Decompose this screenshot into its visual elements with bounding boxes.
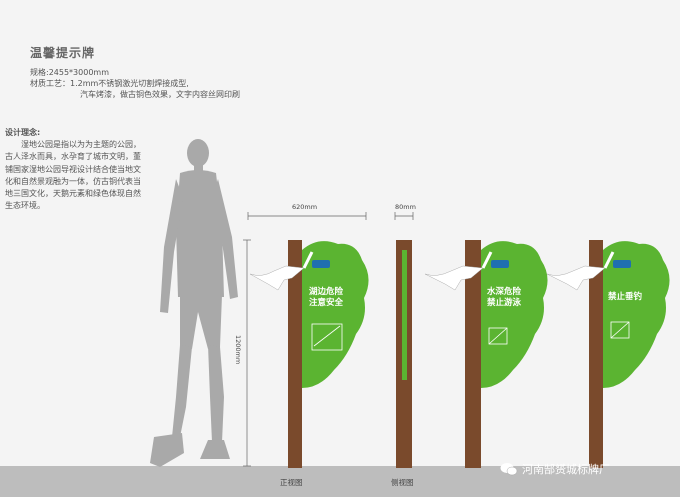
sign-front-text: 湖边危险 注意安全: [309, 287, 343, 309]
sign-variant-2: [424, 240, 548, 468]
spec-block: 规格:2455*3000mm 材质工艺：1.2mm不锈钢激光切割焊接成型, 汽车…: [30, 67, 240, 100]
concept-heading: 设计理念:: [5, 128, 41, 137]
sign-variant-3-text: 禁止垂钓: [608, 292, 642, 303]
sign-variant-3: [546, 240, 670, 468]
side-view-label: 侧视图: [391, 478, 414, 487]
spec-craft-line2: 汽车烤漆，做古铜色效果，文字内容丝网印刷: [80, 90, 240, 99]
human-silhouette-illustration: [150, 139, 238, 467]
front-width-dimension-line: [247, 212, 367, 220]
sign-variant-2-text: 水深危险 禁止游泳: [487, 287, 521, 309]
height-dimension-label: 1200mm: [234, 335, 242, 365]
design-concept: 设计理念: 湿地公园是指以为为主题的公园，古人泽水而具，水孕育了城市文明，董铺国…: [5, 127, 147, 212]
sign-front-view: [249, 240, 369, 468]
side-width-dimension-line: [394, 212, 414, 220]
spec-size: 规格:2455*3000mm: [30, 68, 109, 77]
front-view-label: 正视图: [280, 478, 303, 487]
concept-body: 湿地公园是指以为为主题的公园，古人泽水而具，水孕育了城市文明，董铺国家湿地公园导…: [5, 140, 141, 211]
sign-side-view: [396, 240, 412, 468]
sign-front-line1: 湖边危险: [309, 287, 344, 297]
watermark-text: 河南郜赟城标牌厂: [522, 463, 610, 476]
sign-variant-2-line2: 禁止游泳: [487, 298, 522, 308]
spec-craft-line1: 材质工艺：1.2mm不锈钢激光切割焊接成型,: [30, 79, 189, 88]
sign-variant-3-line1: 禁止垂钓: [608, 292, 643, 302]
height-dimension-line: [243, 239, 251, 467]
watermark: 河南郜赟城标牌厂: [500, 461, 610, 477]
side-width-label: 80mm: [395, 203, 416, 211]
front-width-label: 620mm: [292, 203, 318, 211]
ground-strip: [0, 466, 680, 497]
page-title: 温馨提示牌: [30, 46, 96, 60]
wechat-icon: [500, 463, 518, 476]
sign-variant-2-line1: 水深危险: [487, 287, 522, 297]
sign-front-line2: 注意安全: [309, 298, 344, 308]
